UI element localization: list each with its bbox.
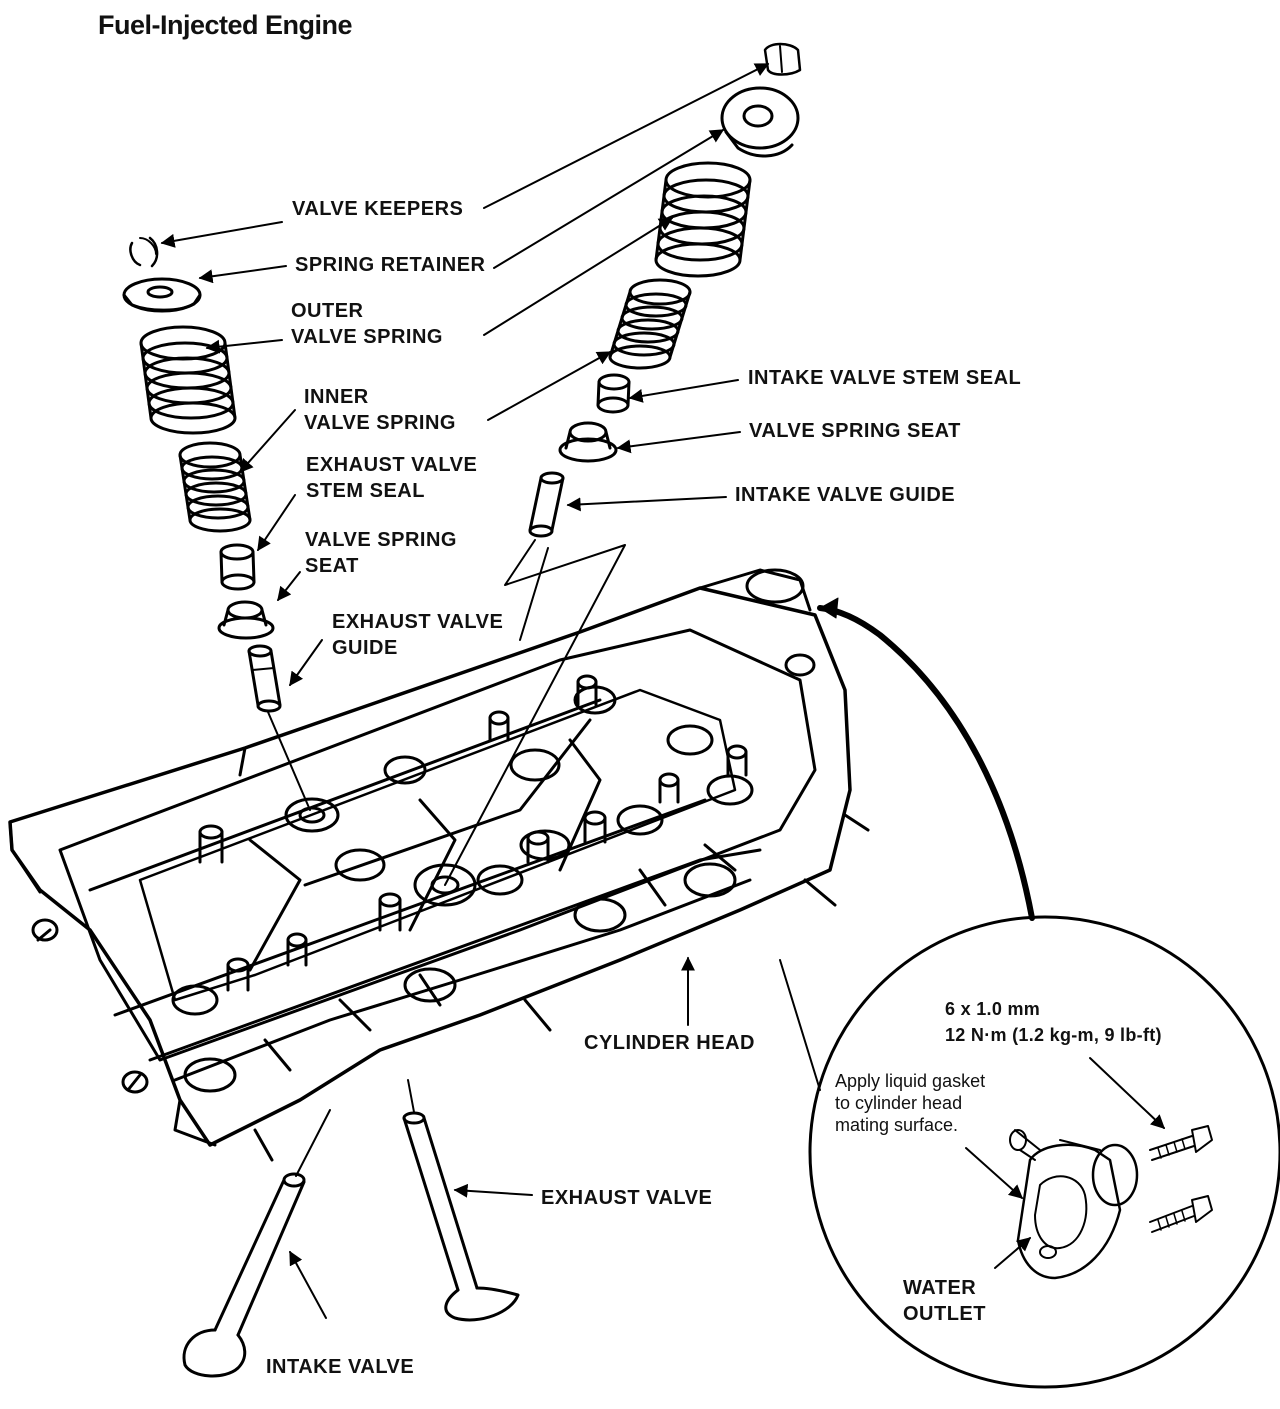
- intake-outer-valve-spring-drawing: [654, 161, 752, 278]
- intake-valve-guide-drawing: [528, 471, 565, 538]
- exhaust-valve-guide-drawing: [247, 644, 282, 713]
- label-exhaust-valve-spring-seat-line2: SEAT: [305, 555, 359, 577]
- label-exhaust-valve-stem-seal-line1: EXHAUST VALVE: [306, 454, 478, 476]
- leader-intake-outer-valve-spring: [483, 217, 674, 336]
- label-exhaust-valve-guide-line2: GUIDE: [332, 637, 398, 659]
- intake-valve-drawing: [182, 1172, 306, 1378]
- leader-exhaust-valve-spring-seat: [277, 571, 301, 602]
- leader-intake-valve-spring-seat: [616, 431, 741, 454]
- label-inner-valve-spring-line1: INNER: [304, 386, 369, 408]
- intake-valve-stem-seal-drawing: [596, 373, 631, 414]
- label-outer-valve-spring-line1: OUTER: [291, 300, 364, 322]
- exhaust-valve-stem-seal-drawing: [219, 543, 256, 591]
- label-exhaust-valve-stem-seal: EXHAUST VALVE STEM SEAL: [306, 452, 477, 504]
- detail-torque-spec: 12 N·m (1.2 kg-m, 9 lb-ft): [945, 1025, 1162, 1045]
- leader-spring-retainer: [198, 265, 287, 284]
- leader-intake-inner-valve-spring: [487, 351, 612, 421]
- label-valve-keepers: VALVE KEEPERS: [292, 198, 464, 220]
- label-water-outlet-line1: WATER: [903, 1277, 977, 1299]
- exhaust-valve-spring-seat-drawing: [217, 600, 275, 640]
- exhaust-valve-axis: [407, 1079, 415, 1113]
- leader-intake-valve-guide: [566, 496, 727, 512]
- label-water-outlet-line2: OUTLET: [903, 1303, 986, 1325]
- intake-inner-valve-spring-drawing: [608, 278, 692, 370]
- label-intake-valve: INTAKE VALVE: [266, 1356, 415, 1378]
- detail-gasket-note: Apply liquid gasket to cylinder head mat…: [835, 1070, 985, 1136]
- label-spring-retainer: SPRING RETAINER: [295, 254, 486, 276]
- label-outer-valve-spring-line2: VALVE SPRING: [291, 326, 443, 348]
- label-exhaust-valve-guide-line1: EXHAUST VALVE: [332, 611, 504, 633]
- outer-valve-spring-drawing: [139, 325, 237, 435]
- label-cylinder-head: CYLINDER HEAD: [584, 1032, 755, 1054]
- leader-intake-valve-keepers: [483, 63, 770, 209]
- label-exhaust-valve-spring-seat-line1: VALVE SPRING: [305, 529, 457, 551]
- spring-retainer-drawing: [122, 277, 202, 313]
- detail-bolt-size: 6 x 1.0 mm: [945, 999, 1041, 1019]
- cylinder-head-drawing: [8, 568, 870, 1162]
- detail-gasket-note-line3: mating surface.: [835, 1115, 959, 1135]
- label-exhaust-valve: EXHAUST VALVE: [541, 1187, 713, 1209]
- label-intake-valve-guide: INTAKE VALVE GUIDE: [735, 484, 956, 506]
- diagram-title: Fuel-Injected Engine: [98, 10, 353, 40]
- leader-intake-valve-stem-seal: [628, 379, 739, 403]
- exhaust-valve-drawing: [402, 1111, 520, 1322]
- water-outlet-detail-circle: [808, 915, 1280, 1389]
- leader-exhaust-valve: [453, 1183, 533, 1198]
- label-intake-valve-stem-seal: INTAKE VALVE STEM SEAL: [748, 367, 1022, 389]
- detail-gasket-note-line1: Apply liquid gasket: [835, 1071, 986, 1091]
- intake-valve-spring-seat-drawing: [558, 421, 618, 463]
- intake-valve-keepers-drawing: [763, 42, 802, 76]
- leader-inner-valve-spring: [239, 409, 296, 474]
- label-exhaust-valve-guide: EXHAUST VALVE GUIDE: [332, 609, 503, 661]
- detail-gasket-note-line2: to cylinder head: [835, 1093, 963, 1113]
- label-water-outlet: WATER OUTLET: [903, 1275, 986, 1327]
- leader-valve-keepers: [160, 221, 283, 248]
- label-exhaust-valve-spring-seat: VALVE SPRING SEAT: [305, 527, 457, 579]
- label-exhaust-valve-stem-seal-line2: STEM SEAL: [306, 480, 425, 502]
- leader-exhaust-valve-stem-seal: [257, 494, 296, 552]
- leader-exhaust-valve-guide: [289, 639, 323, 687]
- label-inner-valve-spring: INNER VALVE SPRING: [304, 384, 456, 436]
- label-outer-valve-spring: OUTER VALVE SPRING: [291, 298, 443, 350]
- leader-intake-valve: [289, 1250, 327, 1319]
- leader-outer-valve-spring: [205, 339, 283, 354]
- label-intake-valve-spring-seat: VALVE SPRING SEAT: [749, 420, 961, 442]
- intake-valve-axis: [295, 1109, 331, 1177]
- label-inner-valve-spring-line2: VALVE SPRING: [304, 412, 456, 434]
- inner-valve-spring-drawing: [178, 441, 252, 533]
- detail-callout-line: [817, 605, 1035, 921]
- leader-intake-spring-retainer: [493, 129, 725, 269]
- valve-keepers-drawing: [129, 236, 159, 268]
- intake-spring-retainer-drawing: [720, 86, 800, 158]
